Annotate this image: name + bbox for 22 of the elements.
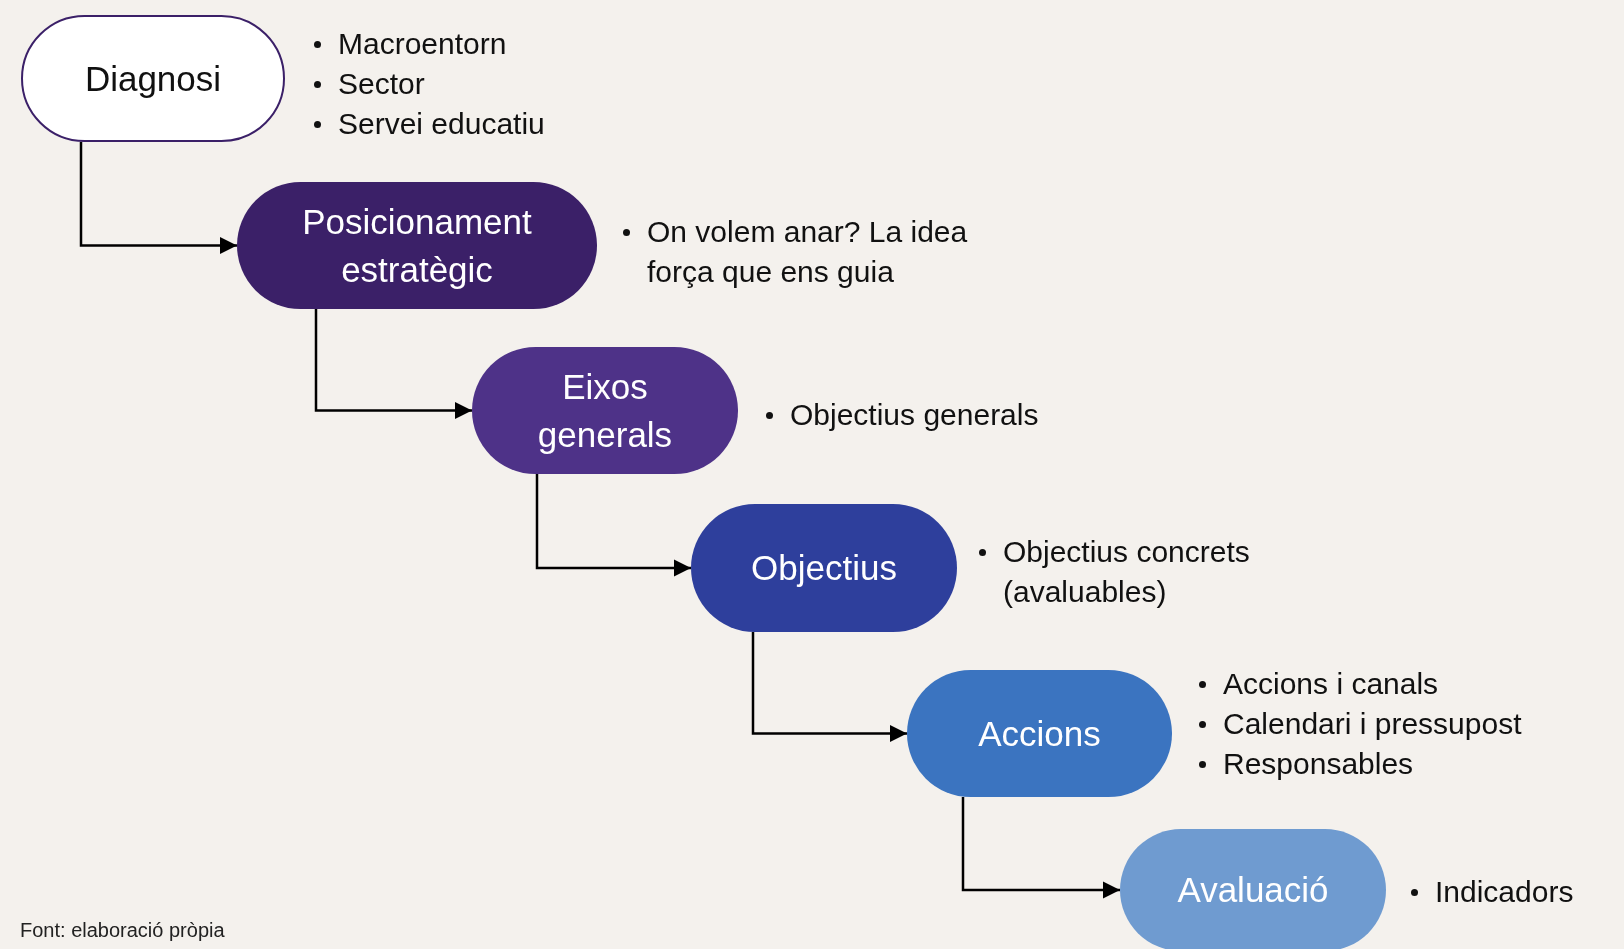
stage-pill: Eixos generals [472, 347, 738, 474]
bullet-item: On volem anar? La idea força que ens guia [621, 212, 1021, 292]
bullet-item: Objectius generals [764, 395, 1124, 435]
arrow [535, 474, 691, 577]
stage-pill: Diagnosi [21, 15, 285, 142]
bullet-item: Responsables [1197, 744, 1597, 784]
stage-pill: Accions [907, 670, 1172, 797]
bullet-item: Accions i canals [1197, 664, 1597, 704]
bullet-item: Sector [312, 64, 672, 104]
bullet-item: Indicadors [1409, 872, 1619, 912]
bullet-item: Calendari i pressupost [1197, 704, 1597, 744]
arrow [79, 142, 237, 255]
arrow [751, 632, 907, 743]
stage-pill: Posicionament estratègic [237, 182, 597, 309]
stage-pill: Avaluació [1120, 829, 1386, 949]
bullet-item: Objectius concrets (avaluables) [977, 532, 1337, 612]
caption: Font: elaboració pròpia [20, 918, 225, 942]
bullet-item: Servei educatiu [312, 104, 672, 144]
bullet-item: Macroentorn [312, 24, 672, 64]
stage-pill: Objectius [691, 504, 957, 632]
arrow [961, 797, 1120, 899]
arrow [314, 309, 472, 420]
